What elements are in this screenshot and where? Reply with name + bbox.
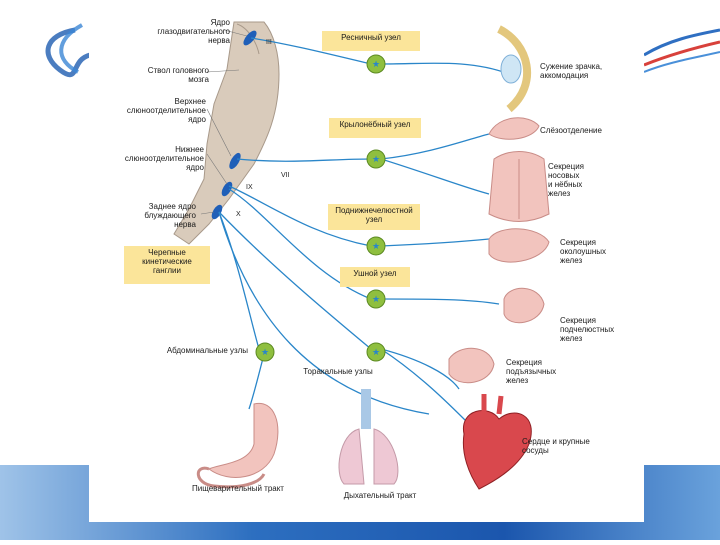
lacrimal-gland [488,117,540,140]
label-salivatory-upper: Верхнее слюноотделительное ядро [126,97,206,124]
pterygopalatine-ganglion-marker [366,149,386,169]
submandibular-ganglion-marker [366,236,386,256]
sublingual-gland [448,347,495,384]
box-cranial-outflow: Черепные кинетические ганглии [124,246,210,284]
numeral-vii: VII [281,172,290,179]
label-effect-parotid: Секреция околоушных желез [560,238,607,265]
svg-text:★: ★ [261,348,269,358]
otic-ganglion-marker [366,289,386,309]
svg-text:★: ★ [372,155,380,165]
numeral-x: X [236,211,241,218]
nucleus-oculomotor [243,30,257,46]
label-effect-submandibular: Секреция подчелюстных желез [560,316,615,343]
box-otic-ganglion: Ушной узел [340,267,410,287]
stomach-organ [196,402,279,489]
label-effect-pupil: Сужение зрачка, аккомодация [540,62,603,80]
label-effect-nasal: Секреция носовых и нёбных желез [548,162,585,198]
nasal-cavity [488,151,550,222]
svg-text:★: ★ [372,242,380,252]
background-left-decoration [0,0,91,540]
numeral-iii: III [266,39,272,46]
nucleus-salivatory-lower [221,181,233,197]
label-effect-heart: Сердце и крупные сосуды [522,437,590,455]
thoracic-ganglion-marker [366,342,386,362]
label-effect-sublingual: Секреция подъязычных желез [506,358,557,385]
abdominal-ganglion-marker [255,342,275,362]
lungs-organ [338,389,399,485]
label-effect-lacrimal: Слёзоотделение [540,126,602,135]
ciliary-ganglion-marker [366,54,386,74]
label-midbrain: Ствол головного мозга [147,66,209,84]
label-thoracic-ganglia: Торакальные узлы [303,367,373,376]
parasympathetic-diagram: ★ ★ ★ ★ ★ ★ [173,21,550,490]
nucleus-vagus [211,204,223,220]
parotid-gland [488,228,550,263]
heart-organ [462,394,532,490]
box-ciliary-ganglion: Ресничный узел [322,31,420,51]
svg-text:★: ★ [372,60,380,70]
label-gi-tract: Пищеварительный тракт [192,484,284,493]
label-salivatory-lower: Нижнее слюноотделительное ядро [124,145,204,172]
background-right-decoration [643,0,720,540]
numeral-ix: IX [246,184,253,191]
ganglia-markers [255,54,386,362]
box-submandibular-ganglion: Поднижнечелюстной узел [328,204,420,230]
box-pterygopalatine-ganglion: Крылонёбный узел [329,118,421,138]
submandibular-gland [503,287,545,324]
label-nucleus-oculomotor: Ядро глазодвигательного нерва [157,18,230,45]
eye-organ [497,25,531,113]
nucleus-salivatory-upper [229,152,241,170]
label-respiratory-tract: Дыхательный тракт [343,491,417,500]
label-vagus-nucleus: Заднее ядро блуждающего нерва [144,202,196,229]
label-abdominal-ganglia: Абдоминальные узлы [166,346,248,355]
svg-text:★: ★ [372,348,380,358]
svg-text:★: ★ [372,295,380,305]
